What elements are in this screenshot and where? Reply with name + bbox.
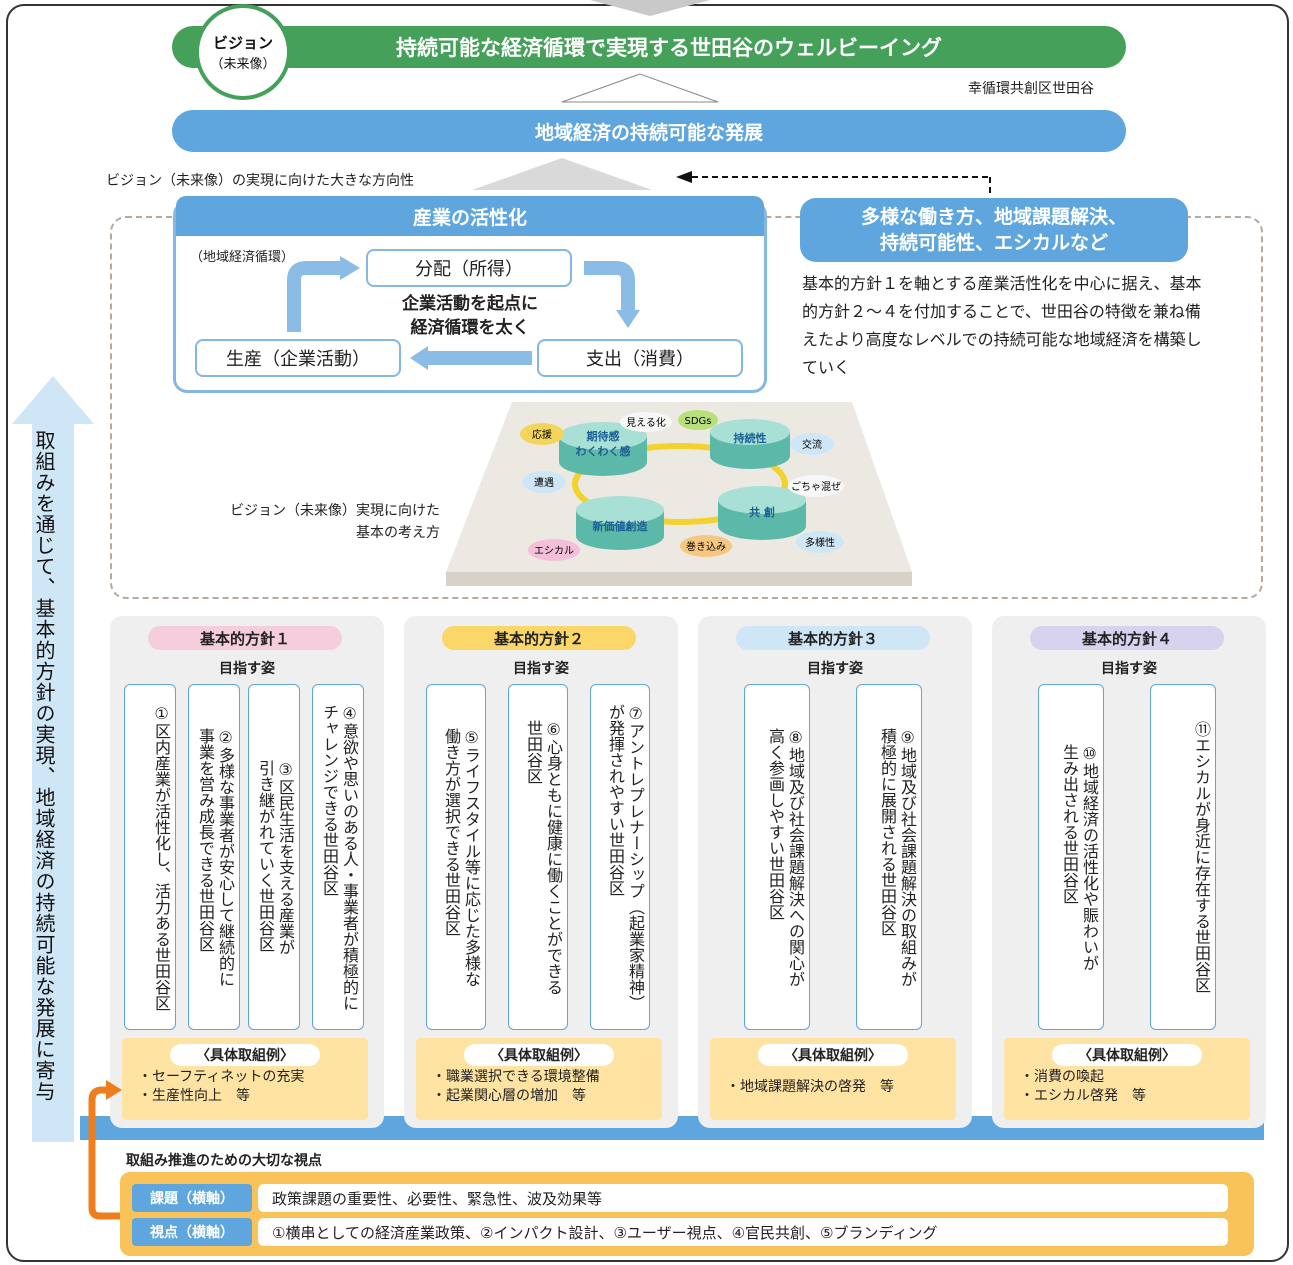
diverse-label: 多様な働き方、地域課題解決、 持続可能性、エシカルなど [800,198,1188,262]
cylinder-jizokusei: 持続性 [710,419,790,469]
cycle-center-text: 企業活動を起点に 経済循環を太く [372,292,568,340]
examples-head: 〈具体取組例〉 [758,1044,908,1066]
tag-ouen: 応援 [532,428,552,441]
tag-koryu: 交流 [802,438,822,451]
goal-item: ②多様な事業者が安心して継続的に 事業を営み成長できる世田谷区 [188,684,240,1030]
top-arrow-head [590,0,710,16]
goal-item: ⑧地域及び社会課題解決への関心が 高く参画しやすい世田谷区 [744,684,810,1030]
examples-box: 〈具体取組例〉 ・消費の喚起 ・エシカル啓発 等 [1004,1038,1250,1120]
policy-title: 基本的方針２ [442,626,636,650]
policy-title: 基本的方針１ [148,626,342,650]
goal-label: 目指す姿 [513,661,569,677]
vision-title: 持続可能な経済循環で実現する世田谷のウェルビーイング [172,26,1126,68]
example-item: ・セーフティネットの充実 [138,1069,305,1085]
goal-item: ⑨地域及び社会課題解決の取組みが 積極的に展開される世田谷区 [856,684,922,1030]
orange-arrow [88,1080,122,1220]
distribution-box: 分配（所得） [366,249,572,287]
cylinder-kyoso: 共 創 [718,486,806,540]
examples-head: 〈具体取組例〉 [1052,1044,1202,1066]
row1-tag: 課題（横軸） [132,1184,252,1212]
row2-text: ①横串としての経済産業政策、②インパクト設計、③ユーザー視点、④官民共創、⑤ブラ… [258,1218,1228,1246]
tag-sogu: 遭遇 [534,476,554,489]
tag-ethical: エシカル [534,545,574,557]
tag-sdgs: SDGs [684,416,711,427]
dashed-feedback-arrow [676,171,991,196]
concept-label-line1: ビジョン（未来像）実現に向けた [230,503,440,519]
goal-label: 目指す姿 [219,661,275,677]
upward-triangle-outline [561,73,719,103]
cylinder-label-kyoso: 共 創 [749,505,775,519]
example-item: ・地域課題解決の啓発 等 [726,1079,894,1095]
policy-title: 基本的方針３ [736,626,930,650]
cylinder-label-jizokusei: 持続性 [734,431,767,445]
row1-text: 政策課題の重要性、必要性、緊急性、波及効果等 [258,1184,1228,1212]
goal-item: ⑥心身ともに健康に働くことができる 世田谷区 [508,684,568,1030]
example-item: ・職業選択できる環境整備 [432,1069,600,1085]
development-bar: 地域経済の持続可能な発展 [172,110,1126,152]
tag-tayosei: 多様性 [805,536,835,549]
tag-gochamaze: ごちゃ混ぜ [791,480,841,493]
goal-item: ③区民生活を支える産業が 引き継がれていく世田谷区 [248,684,300,1030]
example-item: ・生産性向上 等 [138,1088,250,1104]
examples-box: 〈具体取組例〉 ・職業選択できる環境整備 ・起業関心層の増加 等 [416,1038,662,1120]
vision-slogan: 幸循環共創区世田谷 [968,81,1094,97]
goal-item: ⑤ライフスタイル等に応じた多様な 働き方が選択できる世田谷区 [426,684,486,1030]
examples-head: 〈具体取組例〉 [170,1044,320,1066]
example-item: ・エシカル啓発 等 [1020,1088,1146,1104]
vision-badge-line1: ビジョン [212,34,273,52]
cylinder-shinkachi: 新価値創造 [576,496,664,550]
vision-badge: ビジョン （未来像） [195,4,291,100]
direction-label: ビジョン（未来像）の実現に向けた大きな方向性 [106,173,414,189]
cylinder-label-shinkachi: 新価値創造 [593,519,649,533]
example-item: ・起業関心層の増加 等 [432,1088,586,1104]
industry-title: 産業の活性化 [176,196,764,236]
cylinder-label-wakuwaku: わくわく感 [576,444,631,458]
cycle-arrows [287,256,640,370]
goal-item: ⑪エシカルが身近に存在する世田谷区 [1150,684,1216,1030]
row2-tag: 視点（横軸） [132,1218,252,1246]
goal-item: ④意欲や思いのある人・事業者が積極的に チャレンジできる世田谷区 [312,684,364,1030]
spending-box: 支出（消費） [537,339,743,377]
concept-label-line2: 基本の考え方 [356,525,440,541]
diverse-line1: 多様な働き方、地域課題解決、 [860,206,1127,228]
viewpoints-box: 課題（横軸） 政策課題の重要性、必要性、緊急性、波及効果等 視点（横軸） ①横串… [120,1172,1254,1256]
examples-box: 〈具体取組例〉 ・セーフティネットの充実 ・生産性向上 等 [122,1038,368,1120]
cylinder-kitaikan: 期待感 わくわく感 [559,422,647,476]
cycle-center-line2: 経済循環を太く [410,318,530,338]
viewpoints-heading: 取組み推進のための大切な視点 [126,1153,322,1169]
goal-label: 目指す姿 [807,661,863,677]
cycle-label: （地域経済循環） [190,250,295,265]
goal-item: ①区内産業が活性化し、活力ある世田谷区 [124,684,176,1030]
gray-up-arrow [472,158,652,190]
goal-item: ⑩地域経済の活性化や賑わいが 生み出される世田谷区 [1038,684,1104,1030]
example-item: ・消費の喚起 [1020,1069,1104,1085]
concept-label: ビジョン（未来像）実現に向けた 基本の考え方 [190,500,440,544]
production-box: 生産（企業活動） [195,339,401,377]
vision-badge-line2: （未来像） [210,57,276,72]
concept-illustration: 期待感 わくわく感 持続性 新価値創造 共 創 応援 見える化 SDGs 交流 … [446,402,912,586]
direction-description: 基本的方針１を軸とする産業活性化を中心に据え、基本的方針２〜４を付加することで、… [802,274,1202,377]
diverse-line2: 持続可能性、エシカルなど [879,232,1108,254]
left-arrow-text: 取組みを通じて、基本的方針の実現、地域経済の持続可能な発展に寄与 [32,430,56,1102]
examples-head: 〈具体取組例〉 [464,1044,614,1066]
examples-box: 〈具体取組例〉 ・地域課題解決の啓発 等 [710,1038,956,1120]
goal-label: 目指す姿 [1101,661,1157,677]
left-big-arrow [12,376,94,1142]
tag-makikomi: 巻き込み [686,541,726,553]
cycle-center-line1: 企業活動を起点に [402,294,538,314]
goal-item: ⑦アントレプレナーシップ（起業家精神） が発揮されやすい世田谷区 [590,684,650,1030]
policy-title: 基本的方針４ [1030,626,1224,650]
tag-mieruka: 見える化 [626,416,666,429]
cylinder-label-kitaikan: 期待感 [587,429,620,443]
